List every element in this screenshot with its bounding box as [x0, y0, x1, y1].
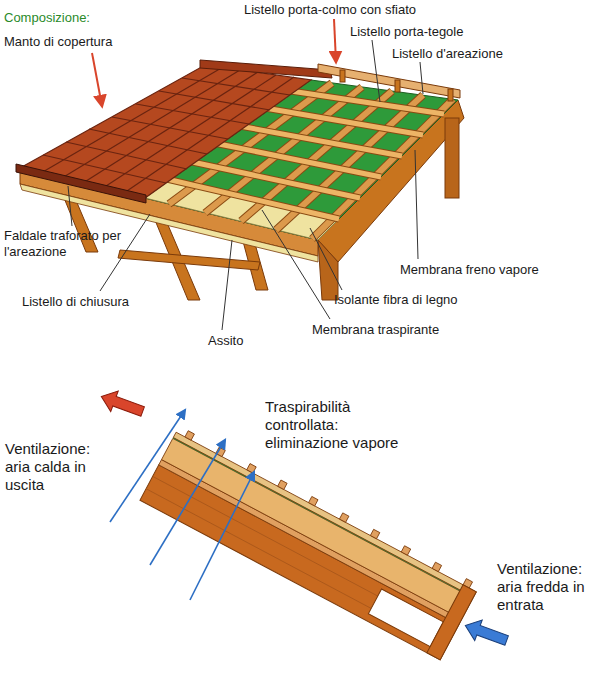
- vapour-note: Traspirabilità controllata: eliminazione…: [265, 398, 425, 452]
- part-label: Assito: [208, 333, 243, 349]
- roof-tiles: [16, 60, 332, 203]
- roof-section: [140, 426, 480, 660]
- part-label: Listello porta-colmo con sfiato: [244, 2, 416, 18]
- ridge-batten: [318, 64, 460, 101]
- part-label: Membrana freno vapore: [400, 262, 539, 278]
- part-label: Listello porta-tegole: [350, 24, 463, 40]
- part-label: Membrana traspirante: [312, 322, 439, 338]
- leader-lines: [68, 19, 423, 330]
- part-label: Isolante fibra di legno: [334, 292, 458, 308]
- cold-air-arrow: [462, 615, 511, 651]
- ventilation-note: Ventilazione: aria fredda in entrata: [497, 560, 587, 614]
- warm-air-arrow: [98, 386, 147, 422]
- part-label: Manto di copertura: [4, 34, 112, 50]
- vapour-arrows: [110, 410, 254, 600]
- part-label: Listello d'areazione: [392, 46, 503, 62]
- ventilation-note: Ventilazione: aria calda in uscita: [5, 440, 95, 494]
- section-title: Composizione:: [4, 10, 90, 26]
- part-label: Faldale traforato per l'areazione: [4, 228, 122, 259]
- part-label: Listello di chiusura: [22, 294, 129, 310]
